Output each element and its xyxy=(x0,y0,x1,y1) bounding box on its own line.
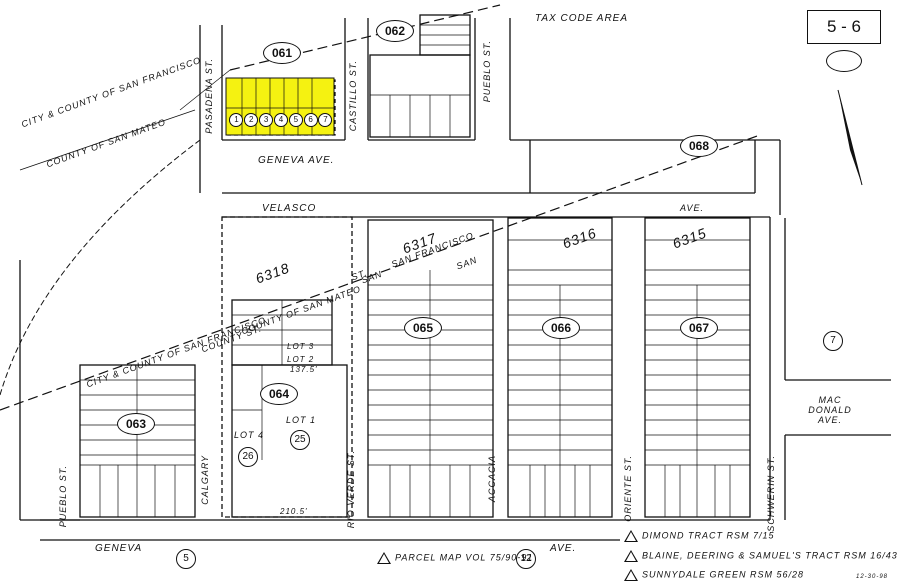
street-accacia: ACCACIA xyxy=(487,455,497,503)
circle-5: 5 xyxy=(176,549,196,569)
street-geneva-top: GENEVA AVE. xyxy=(258,155,335,166)
legend-parcel-map-text: PARCEL MAP VOL 75/90-91 xyxy=(395,552,534,563)
parcel-063: 063 xyxy=(117,413,155,435)
lot-circle: 3 xyxy=(259,113,274,127)
circle-7: 7 xyxy=(823,331,843,351)
lot-2-label: LOT 2 xyxy=(287,355,315,364)
lot-4-label: LOT 4 xyxy=(234,430,265,440)
street-schwerin: SCHWERIN ST. xyxy=(766,455,776,532)
lot-1-label: LOT 1 xyxy=(286,415,317,425)
legend-sunnydale-text: SUNNYDALE GREEN RSM 56/28 xyxy=(642,569,805,580)
north-arrow-icon xyxy=(837,89,863,186)
parcel-068: 068 xyxy=(680,135,718,157)
lot-26-circle: 26 xyxy=(238,447,258,467)
lot-circle: 7 xyxy=(318,113,333,127)
street-mac-donald: MAC DONALD AVE. xyxy=(808,395,852,425)
lot-circle: 5 xyxy=(288,113,303,127)
legend-dimond: DIMOND TRACT RSM 7/15 xyxy=(624,530,775,542)
street-velasco: VELASCO xyxy=(262,203,317,214)
parcel-061: 061 xyxy=(263,42,301,64)
street-calgary: CALGARY xyxy=(200,455,210,505)
lot-circle: 2 xyxy=(244,113,259,127)
dim-210: 210.5' xyxy=(280,507,308,516)
parcel-065: 065 xyxy=(404,317,442,339)
street-pueblo-top: PUEBLO ST. xyxy=(482,40,492,103)
lot-circle: 4 xyxy=(273,113,288,127)
page-number-box: 5 - 6 xyxy=(807,10,881,44)
triangle-icon xyxy=(624,530,638,542)
lot-circle: 6 xyxy=(303,113,318,127)
street-velasco-ave: AVE. xyxy=(680,203,705,213)
lot-3-label: LOT 3 xyxy=(287,342,315,351)
street-geneva-bottom: GENEVA xyxy=(95,543,143,554)
tax-code-area-label: TAX CODE AREA xyxy=(535,13,629,24)
street-oriente: ORIENTE ST. xyxy=(623,455,633,522)
circle-12: 12 xyxy=(516,549,536,569)
legend-sunnydale: SUNNYDALE GREEN RSM 56/28 xyxy=(624,569,804,581)
triangle-icon xyxy=(377,552,391,564)
lot-25-circle: 25 xyxy=(290,430,310,450)
street-geneva-bottom-ave: AVE. xyxy=(550,543,577,554)
street-castillo: CASTILLO ST. xyxy=(348,60,358,132)
street-rio-verde: RIO VERDE ST. xyxy=(346,450,356,529)
triangle-icon xyxy=(624,550,638,562)
street-pueblo-left: PUEBLO ST. xyxy=(58,465,68,528)
parcel-066: 066 xyxy=(542,317,580,339)
legend-blaine-text: BLAINE, DEERING & SAMUEL'S TRACT RSM 16/… xyxy=(642,550,898,561)
highlight-lot-numbers: 1 2 3 4 5 6 7 xyxy=(229,113,333,127)
parcel-062: 062 xyxy=(376,20,414,42)
date-stamp: 12-30-98 xyxy=(856,574,889,580)
dim-137: 137.5' xyxy=(290,365,318,374)
street-pasadena: PASADENA ST. xyxy=(204,58,214,134)
lot-circle: 1 xyxy=(229,113,244,127)
triangle-icon xyxy=(624,569,638,581)
page-oval xyxy=(826,50,862,72)
parcel-067: 067 xyxy=(680,317,718,339)
parcel-064: 064 xyxy=(260,383,298,405)
legend-blaine: BLAINE, DEERING & SAMUEL'S TRACT RSM 16/… xyxy=(624,550,898,562)
legend-dimond-text: DIMOND TRACT RSM 7/15 xyxy=(642,530,775,541)
legend-parcel-map: PARCEL MAP VOL 75/90-91 xyxy=(377,552,533,564)
